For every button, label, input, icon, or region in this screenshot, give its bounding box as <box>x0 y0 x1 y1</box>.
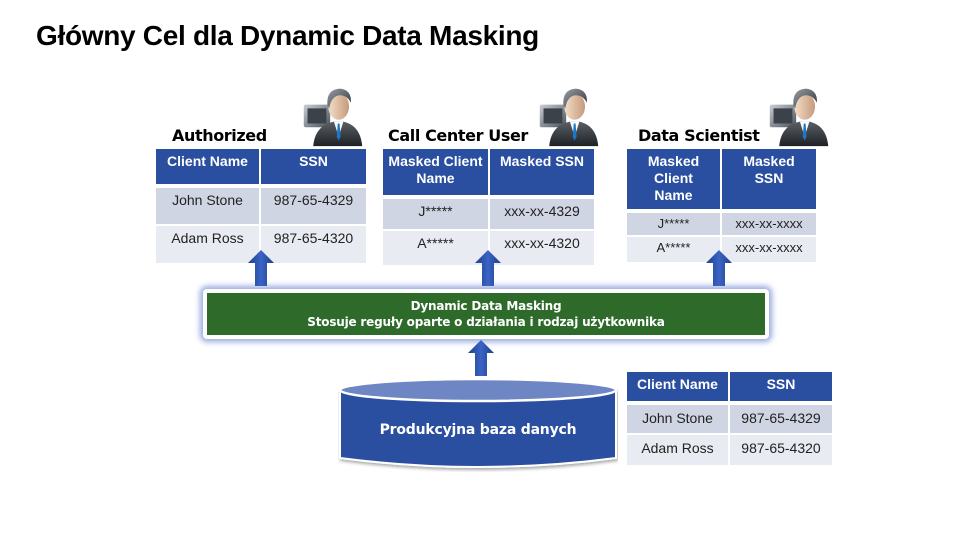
database-cylinder-icon <box>338 377 618 468</box>
table-cell: J***** <box>383 197 490 231</box>
column-header: Masked SSN <box>489 149 594 199</box>
table-cell: 987-65-4320 <box>260 225 366 263</box>
table-cell: 987-65-4329 <box>260 186 366 226</box>
table-row: A***** xxx-xx-xxxx <box>627 236 816 262</box>
table-row: John Stone 987-65-4329 <box>627 403 832 435</box>
table-row: Adam Ross 987-65-4320 <box>627 434 832 465</box>
table-cell: A***** <box>627 236 722 262</box>
production-database: Produkcyjna baza danych <box>338 376 618 472</box>
table-cell: John Stone <box>627 403 730 435</box>
role-label-authorized: Authorized <box>172 126 267 145</box>
column-header: Masked SSN <box>721 149 816 213</box>
masking-description: Stosuje reguły oparte o działania i rodz… <box>307 315 665 329</box>
table-row: John Stone 987-65-4329 <box>156 186 366 226</box>
column-header: SSN <box>729 372 832 405</box>
user-at-computer-icon <box>769 88 829 147</box>
table-cell: Adam Ross <box>627 434 730 465</box>
arrow-up-icon <box>468 340 494 376</box>
role-label-data-scientist: Data Scientist <box>638 126 760 145</box>
production-table: Client Name SSN John Stone 987-65-4329 A… <box>627 372 832 465</box>
table-cell: Adam Ross <box>156 225 261 263</box>
table-cell: 987-65-4320 <box>729 434 832 465</box>
arrow-up-icon <box>706 250 732 286</box>
user-at-computer-icon <box>539 88 599 147</box>
user-at-computer-icon <box>303 88 363 147</box>
database-label: Produkcyjna baza danych <box>379 422 577 438</box>
table-row: Adam Ross 987-65-4320 <box>156 225 366 263</box>
data-scientist-table: Masked Client Name Masked SSN J***** xxx… <box>627 149 816 262</box>
table-cell: J***** <box>627 211 722 237</box>
masking-title: Dynamic Data Masking <box>410 299 562 313</box>
authorized-table: Client Name SSN John Stone 987-65-4329 A… <box>156 149 366 263</box>
table-cell: A***** <box>383 230 490 265</box>
column-header: Masked Client Name <box>627 149 722 213</box>
table-cell: John Stone <box>156 186 261 226</box>
role-label-call-center-user: Call Center User <box>388 126 528 145</box>
table-row: A***** xxx-xx-4320 <box>383 230 594 265</box>
dynamic-data-masking-box: Dynamic Data Masking Stosuje reguły opar… <box>203 289 769 339</box>
call-center-table: Masked Client Name Masked SSN J***** xxx… <box>383 149 594 265</box>
table-row: J***** xxx-xx-4329 <box>383 197 594 231</box>
table-cell: xxx-xx-xxxx <box>721 236 816 262</box>
column-header: SSN <box>260 149 366 188</box>
table-cell: xxx-xx-4320 <box>489 230 594 265</box>
table-cell: 987-65-4329 <box>729 403 832 435</box>
arrow-up-icon <box>248 250 274 286</box>
column-header: Client Name <box>156 149 261 188</box>
page-title: Główny Cel dla Dynamic Data Masking <box>36 20 539 51</box>
table-cell: xxx-xx-xxxx <box>721 211 816 237</box>
arrow-up-icon <box>475 250 501 286</box>
dynamic-data-masking-panel: Dynamic Data Masking Stosuje reguły opar… <box>207 293 765 335</box>
table-row: J***** xxx-xx-xxxx <box>627 211 816 237</box>
column-header: Client Name <box>627 372 730 405</box>
table-cell: xxx-xx-4329 <box>489 197 594 231</box>
column-header: Masked Client Name <box>383 149 490 199</box>
